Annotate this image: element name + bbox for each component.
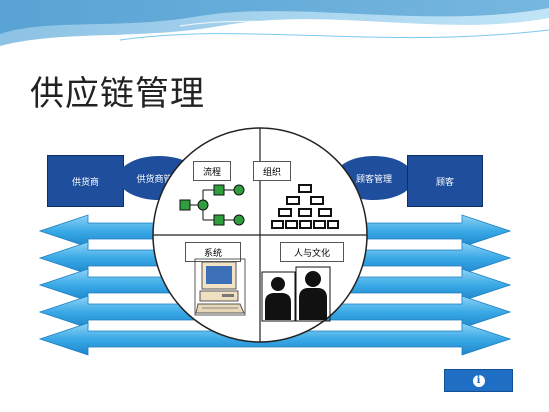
process-flow-icon [179,184,245,226]
info-icon: i [472,374,485,387]
info-button[interactable]: i [444,369,513,392]
people-icon [261,266,331,322]
quadrant-label-organization: 组织 [253,161,291,181]
quadrant-label-people-culture: 人与文化 [280,242,344,262]
page-title: 供应链管理 [30,74,205,114]
org-chart-icon [271,184,339,229]
quadrant-label-process: 流程 [193,161,231,181]
customer-box: 顾客 [407,155,483,207]
supplier-box: 供货商 [47,155,124,207]
central-circle [152,127,368,343]
header-wave-decoration [0,0,549,46]
computer-icon [194,258,246,316]
